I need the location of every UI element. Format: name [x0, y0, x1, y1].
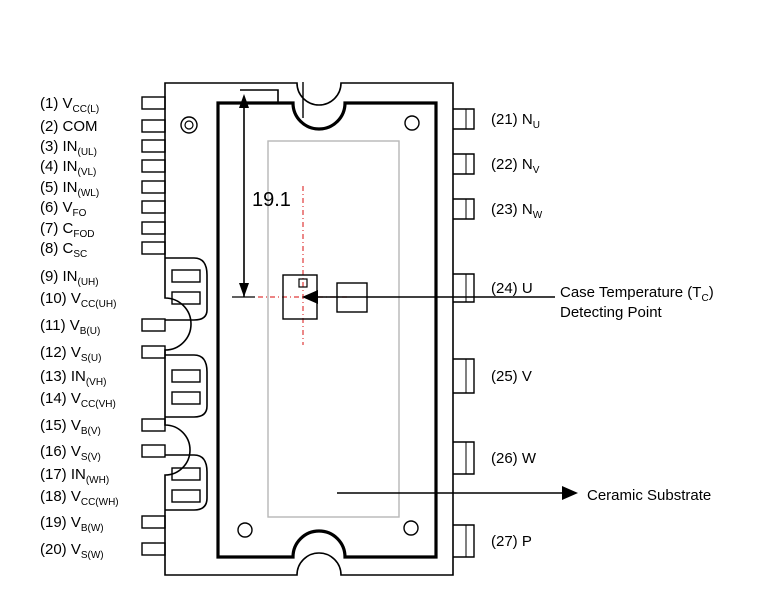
pin-label-left: (6) VFO: [40, 199, 87, 219]
dimension-arrow-top: [239, 94, 249, 108]
pin-lead-left: [141, 200, 166, 214]
pin-lead-right: [453, 153, 475, 175]
pin-lead-left: [141, 241, 166, 255]
pin-label-left: (20) VS(W): [40, 541, 104, 561]
pin-label-right: (23) NW: [491, 201, 543, 221]
pin-label-left: (1) VCC(L): [40, 95, 99, 115]
mounting-hole-top-left: [180, 116, 198, 134]
pin-label-left: (8) CSC: [40, 240, 87, 260]
pin-lead-left: [171, 391, 201, 405]
pin-lead-left: [141, 180, 166, 194]
pin-lead-right: [453, 358, 475, 394]
pin-lead-left: [141, 418, 166, 432]
top-left-tab: [240, 89, 279, 103]
pin-lead-left: [141, 139, 166, 153]
mounting-hole-bottom-left: [237, 522, 253, 538]
pin-label-left: (7) CFOD: [40, 220, 94, 240]
pin-lead-left: [171, 291, 201, 305]
pin-label-left: (17) IN(WH): [40, 466, 109, 486]
pin-lead-left: [141, 119, 166, 133]
ceramic-substrate-arrowhead: [562, 486, 578, 500]
left-pocket-v: [165, 354, 208, 418]
ceramic-substrate-label: Ceramic Substrate: [587, 487, 711, 504]
pin-label-left: (2) COM: [40, 118, 98, 135]
dimension-value: 19.1: [252, 189, 291, 211]
left-pocket-u: [165, 257, 208, 321]
pin-label-left: (12) VS(U): [40, 344, 101, 364]
pin-lead-left: [171, 467, 201, 481]
pin-label-right: (26) W: [491, 450, 537, 467]
inner-frame: [216, 101, 438, 559]
pin-label-right: (24) U: [491, 280, 533, 297]
pin-lead-left: [171, 369, 201, 383]
pin-label-left: (15) VB(V): [40, 417, 101, 437]
left-pocket-w: [165, 454, 208, 511]
mounting-hole-top-right: [404, 115, 420, 131]
pin-label-right: (27) P: [491, 533, 532, 550]
pin-label-left: (16) VS(V): [40, 443, 101, 463]
pin-label-left: (19) VB(W): [40, 514, 104, 534]
pin-label-right: (25) V: [491, 368, 532, 385]
pin-label-left: (14) VCC(VH): [40, 390, 116, 410]
pin-lead-right: [453, 273, 475, 303]
pin-lead-left: [141, 345, 166, 359]
pin-label-left: (9) IN(UH): [40, 268, 99, 288]
ceramic-substrate-area: [267, 140, 400, 518]
pin-lead-left: [141, 515, 166, 529]
pin-lead-left: [141, 159, 166, 173]
left-pins: (1) VCC(L) (2) COM (3) IN(UL)(4) IN(VL)(5)…: [40, 95, 201, 561]
pin-lead-left: [141, 542, 166, 556]
case-temperature-label: Case Temperature (TC): [560, 284, 714, 304]
pin-lead-left: [171, 269, 201, 283]
detecting-point-label: Detecting Point: [560, 304, 663, 321]
pin-label-left: (11) VB(U): [40, 317, 100, 337]
pin-lead-left: [141, 221, 166, 235]
pin-lead-left: [141, 318, 166, 332]
dimension-arrow-bottom: [239, 283, 249, 297]
package-outline: [164, 82, 454, 576]
right-pins: (21) NU (22) NV (23) NW (24) U (25) V (26) W (…: [453, 108, 543, 558]
sensor-point: [298, 278, 308, 288]
pin-label-right: (21) NU: [491, 111, 540, 131]
pin-label-left: (18) VCC(WH): [40, 488, 119, 508]
pin-label-left: (3) IN(UL): [40, 138, 97, 158]
pin-label-left: (4) IN(VL): [40, 158, 96, 178]
pin-label-left: (13) IN(VH): [40, 368, 106, 388]
pin-lead-right: [453, 108, 475, 130]
pin-lead-left: [141, 444, 166, 458]
pin-label-left: (10) VCC(UH): [40, 290, 116, 310]
pin-lead-left: [171, 489, 201, 503]
pin-lead-right: [453, 198, 475, 220]
mounting-hole-top-left-inner: [184, 120, 194, 130]
case-temp-arrowhead: [302, 290, 318, 304]
pin-label-left: (5) IN(WL): [40, 179, 99, 199]
pin-lead-right: [453, 441, 475, 475]
mounting-hole-bottom-right: [403, 520, 419, 536]
pin-label-right: (22) NV: [491, 156, 540, 176]
pin-lead-left: [141, 96, 166, 110]
pin-lead-right: [453, 524, 475, 558]
